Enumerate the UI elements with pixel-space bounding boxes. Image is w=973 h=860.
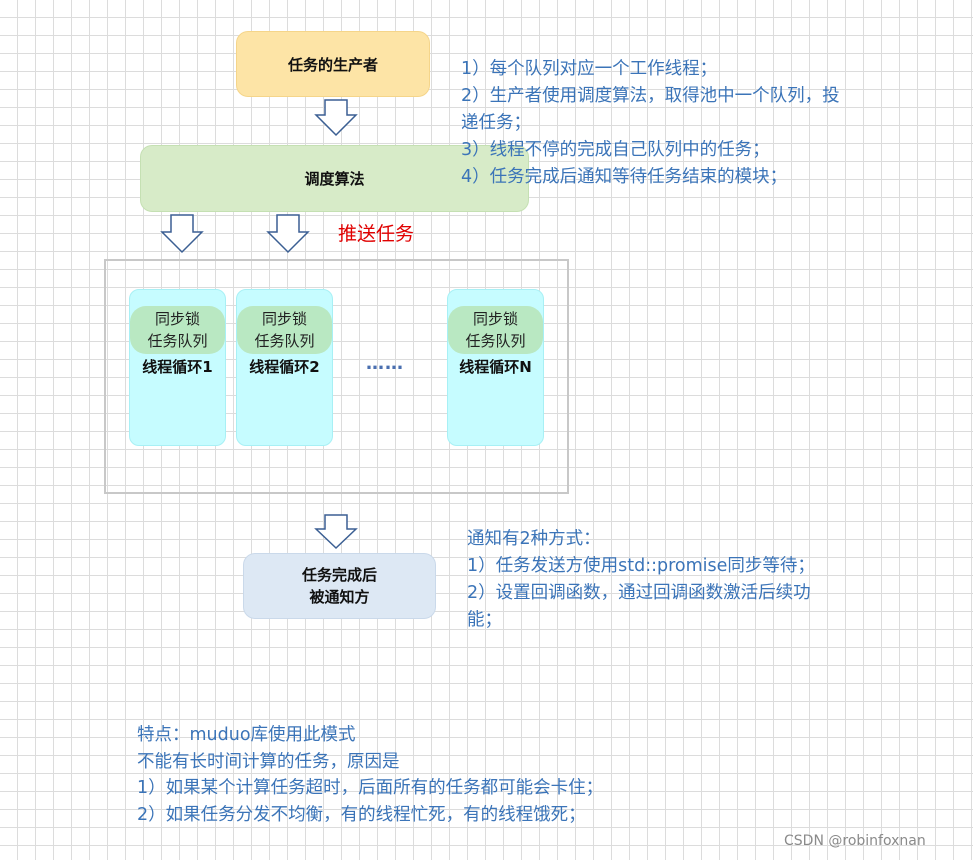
note-line: 1）任务发送方使用std::promise同步等待； xyxy=(467,556,815,576)
producer-box: 任务的生产者 xyxy=(236,31,430,97)
ellipsis: …… xyxy=(366,353,404,374)
note-line: 特点：muduo库使用此模式 xyxy=(137,725,356,745)
watermark: CSDN @robinfoxnan xyxy=(784,833,926,849)
note-line: 4）任务完成后通知等待任务结束的模块； xyxy=(461,167,788,187)
lock-queue: 同步锁 任务队列 xyxy=(237,306,332,354)
note-line: 递任务； xyxy=(461,113,531,133)
notes-bottom: 特点：muduo库使用此模式 不能有长时间计算的任务，原因是 1）如果某个计算任… xyxy=(137,722,697,828)
done-line-2: 被通知方 xyxy=(309,588,370,606)
lock-label: 同步锁 xyxy=(154,310,200,328)
notes-notify: 通知有2种方式： 1）任务发送方使用std::promise同步等待； 2）设置… xyxy=(467,526,867,634)
note-line: 3）线程不停的完成自己队列中的任务； xyxy=(461,140,770,160)
thread-pool-container xyxy=(104,259,569,494)
note-line: 1）每个队列对应一个工作线程； xyxy=(461,59,718,79)
thread-loop-label: 线程循环2 xyxy=(249,358,320,376)
notified-party-box: 任务完成后 被通知方 xyxy=(243,553,436,619)
note-line: 2）生产者使用调度算法，取得池中一个队列，投 xyxy=(461,86,840,106)
down-arrow-icon xyxy=(266,214,310,254)
scheduler-box: 调度算法 xyxy=(140,145,529,212)
thread-loop-label: 线程循环1 xyxy=(142,358,213,376)
queue-label: 任务队列 xyxy=(147,332,208,350)
note-line: 通知有2种方式： xyxy=(467,529,601,549)
note-line: 1）如果某个计算任务超时，后面所有的任务都可能会卡住； xyxy=(137,778,604,798)
lock-label: 同步锁 xyxy=(472,310,518,328)
queue-label: 任务队列 xyxy=(465,332,526,350)
lock-queue: 同步锁 任务队列 xyxy=(448,306,543,354)
notes-top: 1）每个队列对应一个工作线程； 2）生产者使用调度算法，取得池中一个队列，投 递… xyxy=(461,56,901,191)
thread-loop-2: 同步锁 任务队列 线程循环2 xyxy=(236,289,333,446)
lock-label: 同步锁 xyxy=(261,310,307,328)
producer-label: 任务的生产者 xyxy=(287,55,378,74)
thread-loop-1: 同步锁 任务队列 线程循环1 xyxy=(129,289,226,446)
note-line: 2）如果任务分发不均衡，有的线程忙死，有的线程饿死； xyxy=(137,804,586,825)
down-arrow-icon xyxy=(160,214,204,254)
down-arrow-icon xyxy=(314,99,358,137)
thread-loop-n: 同步锁 任务队列 线程循环N xyxy=(447,289,544,446)
note-line: 不能有长时间计算的任务，原因是 xyxy=(137,751,400,772)
note-line: 2）设置回调函数，通过回调函数激活后续功 xyxy=(467,583,811,603)
push-task-label: 推送任务 xyxy=(338,223,415,245)
lock-queue: 同步锁 任务队列 xyxy=(130,306,225,354)
thread-loop-label: 线程循环N xyxy=(459,358,532,376)
done-line-1: 任务完成后 xyxy=(301,566,377,584)
note-line: 能； xyxy=(467,610,502,630)
down-arrow-icon xyxy=(314,514,358,550)
queue-label: 任务队列 xyxy=(254,332,315,350)
scheduler-label: 调度算法 xyxy=(304,170,365,188)
